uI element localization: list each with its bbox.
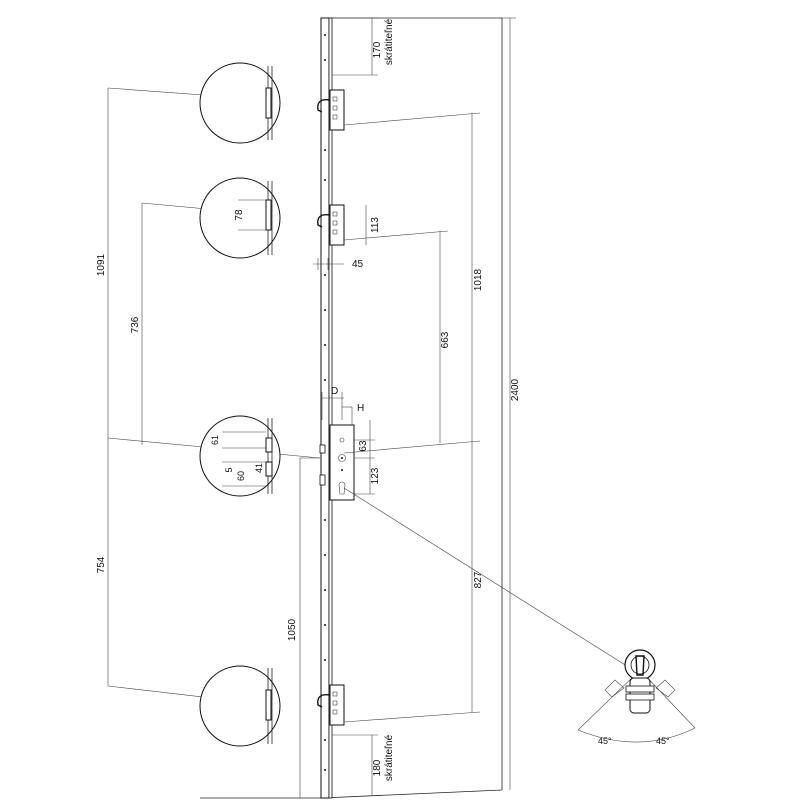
middle-hook [317,204,345,246]
dim-41: 41 [254,463,264,473]
dim-180-note: skrátiteľné [384,734,395,781]
dim-60: 60 [236,471,246,481]
lock-faceplate [320,17,333,799]
door-leaf [200,17,503,799]
dim-180: 180 [372,759,383,776]
dim-827: 827 [473,571,484,588]
dim-1091: 1091 [96,253,107,276]
dimension-lines [107,17,631,798]
dim-754: 754 [96,556,107,573]
dim-663: 663 [440,331,451,348]
dim-170: 170 [372,41,383,58]
cylinder-detail [577,649,696,743]
detail-circle-middle [199,177,281,259]
detail-circle-bottom [199,665,281,747]
dim-H: H [357,403,364,414]
angle-left: 45° [598,736,612,746]
dim-113: 113 [370,217,381,233]
dim-2400: 2400 [510,378,521,401]
dim-1018: 1018 [473,268,484,291]
dim-736: 736 [130,316,141,333]
dim-45: 45 [352,259,364,270]
dim-123: 123 [370,467,381,484]
dim-78: 78 [234,209,245,221]
faceplate-screw-holes [324,34,326,771]
dim-61: 61 [210,435,220,445]
detail-circle-lock [199,415,281,497]
main-lock-case [319,424,355,501]
dim-63: 63 [358,440,369,452]
dim-1050: 1050 [287,618,298,641]
dim-5: 5 [224,467,234,472]
dim-D: D [331,386,338,397]
upper-hook [317,89,345,131]
dimension-labels: 170 skrátiteľné 180 skrátiteľné 2400 101… [96,18,670,781]
bottom-hook [317,684,345,726]
dim-170-note: skrátiteľné [384,18,395,65]
detail-circle-top [199,62,281,144]
angle-right: 45° [656,736,670,746]
